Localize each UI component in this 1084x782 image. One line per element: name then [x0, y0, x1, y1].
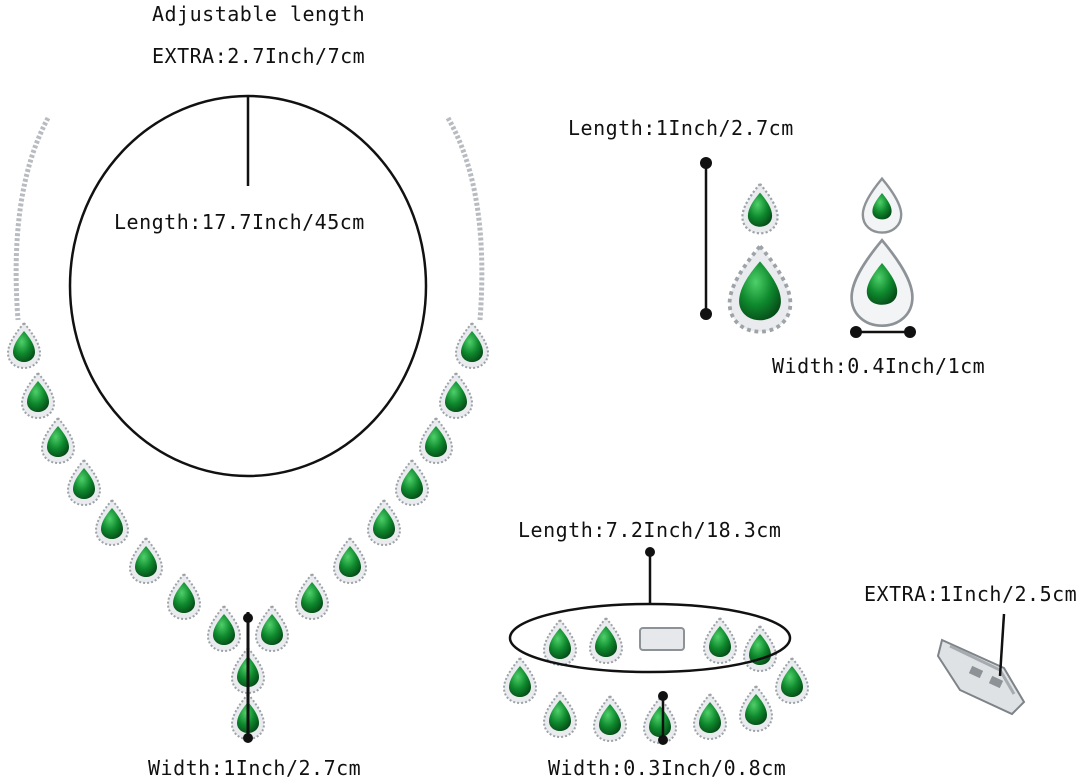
- necklace-length-marker: [68, 94, 428, 743]
- bracelet-length-label: Length:7.2Inch/18.3cm: [518, 518, 782, 542]
- clasp-extra-label: EXTRA:1Inch/2.5cm: [864, 582, 1078, 606]
- necklace-length-label: Length:17.7Inch/45cm: [114, 210, 365, 234]
- earring-back: [850, 176, 914, 328]
- earring-width-label: Width:0.4Inch/1cm: [772, 354, 986, 378]
- bracelet: [503, 617, 809, 744]
- clasp-extension: [936, 613, 1026, 716]
- adjustable-length-label: Adjustable length: [152, 2, 366, 26]
- earring-front: [727, 182, 793, 334]
- bracelet-measurement-markers: [508, 547, 792, 745]
- bracelet-width-label: Width:0.3Inch/0.8cm: [548, 756, 787, 780]
- necklace-extra-label: EXTRA:2.7Inch/7cm: [152, 44, 366, 68]
- earring-length-label: Length:1Inch/2.7cm: [568, 116, 794, 140]
- earring-measurement-markers: [700, 157, 916, 338]
- necklace-chain: [13, 116, 485, 321]
- necklace-width-label: Width:1Inch/2.7cm: [148, 756, 362, 780]
